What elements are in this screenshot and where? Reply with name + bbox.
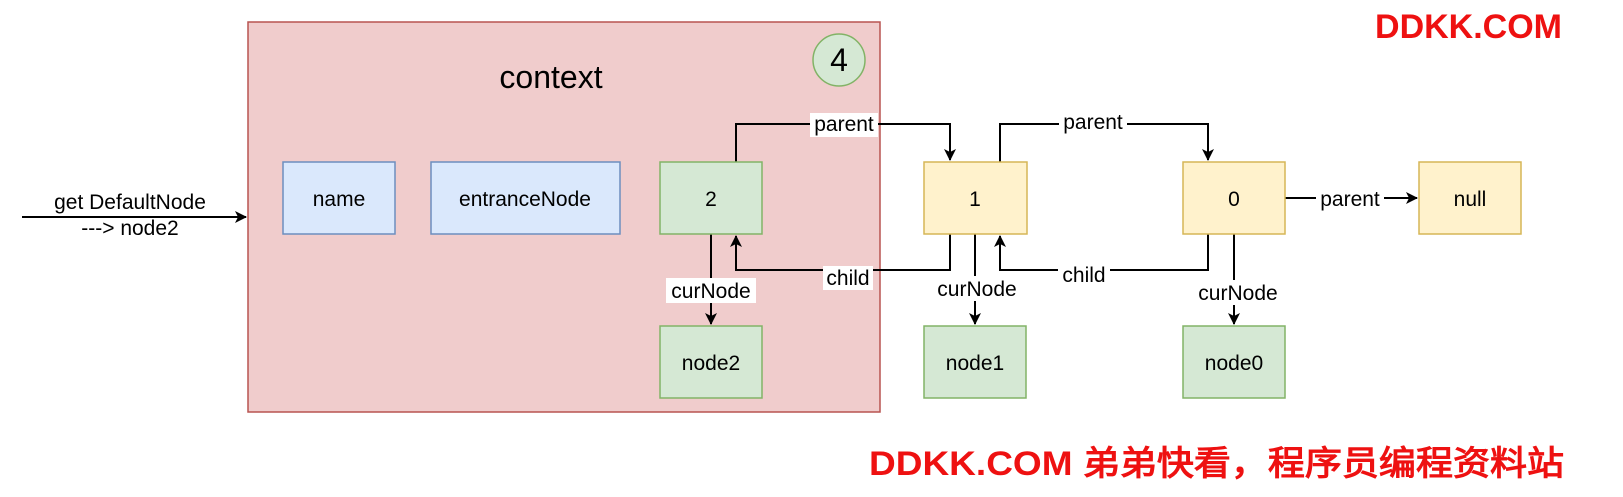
- svg-text:parent: parent: [1063, 111, 1123, 134]
- context-title: context: [499, 59, 602, 95]
- node2-object-box: node2: [659, 325, 763, 399]
- incoming-edge-label-line2: ---> node2: [81, 217, 178, 240]
- entrance-node-field-box: entranceNode: [430, 161, 621, 235]
- svg-text:curNode: curNode: [1198, 282, 1277, 305]
- curnode-label-0: curNode: [1193, 280, 1283, 305]
- child-label-0-to-1: child: [1058, 263, 1110, 287]
- node-1-label: 1: [969, 188, 981, 211]
- node0-object-label: node0: [1205, 352, 1263, 375]
- step-badge: 4: [812, 33, 866, 87]
- step-badge-number: 4: [830, 42, 848, 78]
- svg-text:curNode: curNode: [937, 278, 1016, 301]
- svg-text:child: child: [1062, 264, 1105, 287]
- node1-object-box: node1: [923, 325, 1027, 399]
- svg-text:curNode: curNode: [671, 280, 750, 303]
- child-label-1-to-2: child: [823, 266, 873, 290]
- svg-text:child: child: [826, 267, 869, 290]
- parent-label-0-to-null: parent: [1316, 187, 1384, 211]
- watermark-bottom: DDKK.COM 弟弟快看，程序员编程资料站: [869, 445, 1564, 483]
- node-1-box: 1: [923, 161, 1028, 235]
- watermark-top: DDKK.COM: [1375, 8, 1562, 46]
- parent-label-2-to-1: parent: [810, 113, 878, 137]
- node0-object-box: node0: [1182, 325, 1286, 399]
- svg-text:parent: parent: [1320, 188, 1380, 211]
- node-0-box: 0: [1182, 161, 1286, 235]
- incoming-edge-label-line1: get DefaultNode: [54, 191, 206, 214]
- node1-object-label: node1: [946, 352, 1004, 375]
- entrance-node-field-label: entranceNode: [459, 188, 591, 211]
- node-2-box: 2: [659, 161, 763, 235]
- null-label: null: [1454, 188, 1487, 211]
- parent-label-1-to-0: parent: [1059, 111, 1127, 135]
- svg-text:parent: parent: [814, 113, 874, 136]
- name-field-label: name: [313, 188, 366, 211]
- node-0-label: 0: [1228, 188, 1240, 211]
- name-field-box: name: [282, 161, 396, 235]
- node-2-label: 2: [705, 188, 717, 211]
- curnode-label-2: curNode: [666, 278, 756, 303]
- null-box: null: [1418, 161, 1522, 235]
- curnode-label-1: curNode: [932, 276, 1022, 301]
- node2-object-label: node2: [682, 352, 740, 375]
